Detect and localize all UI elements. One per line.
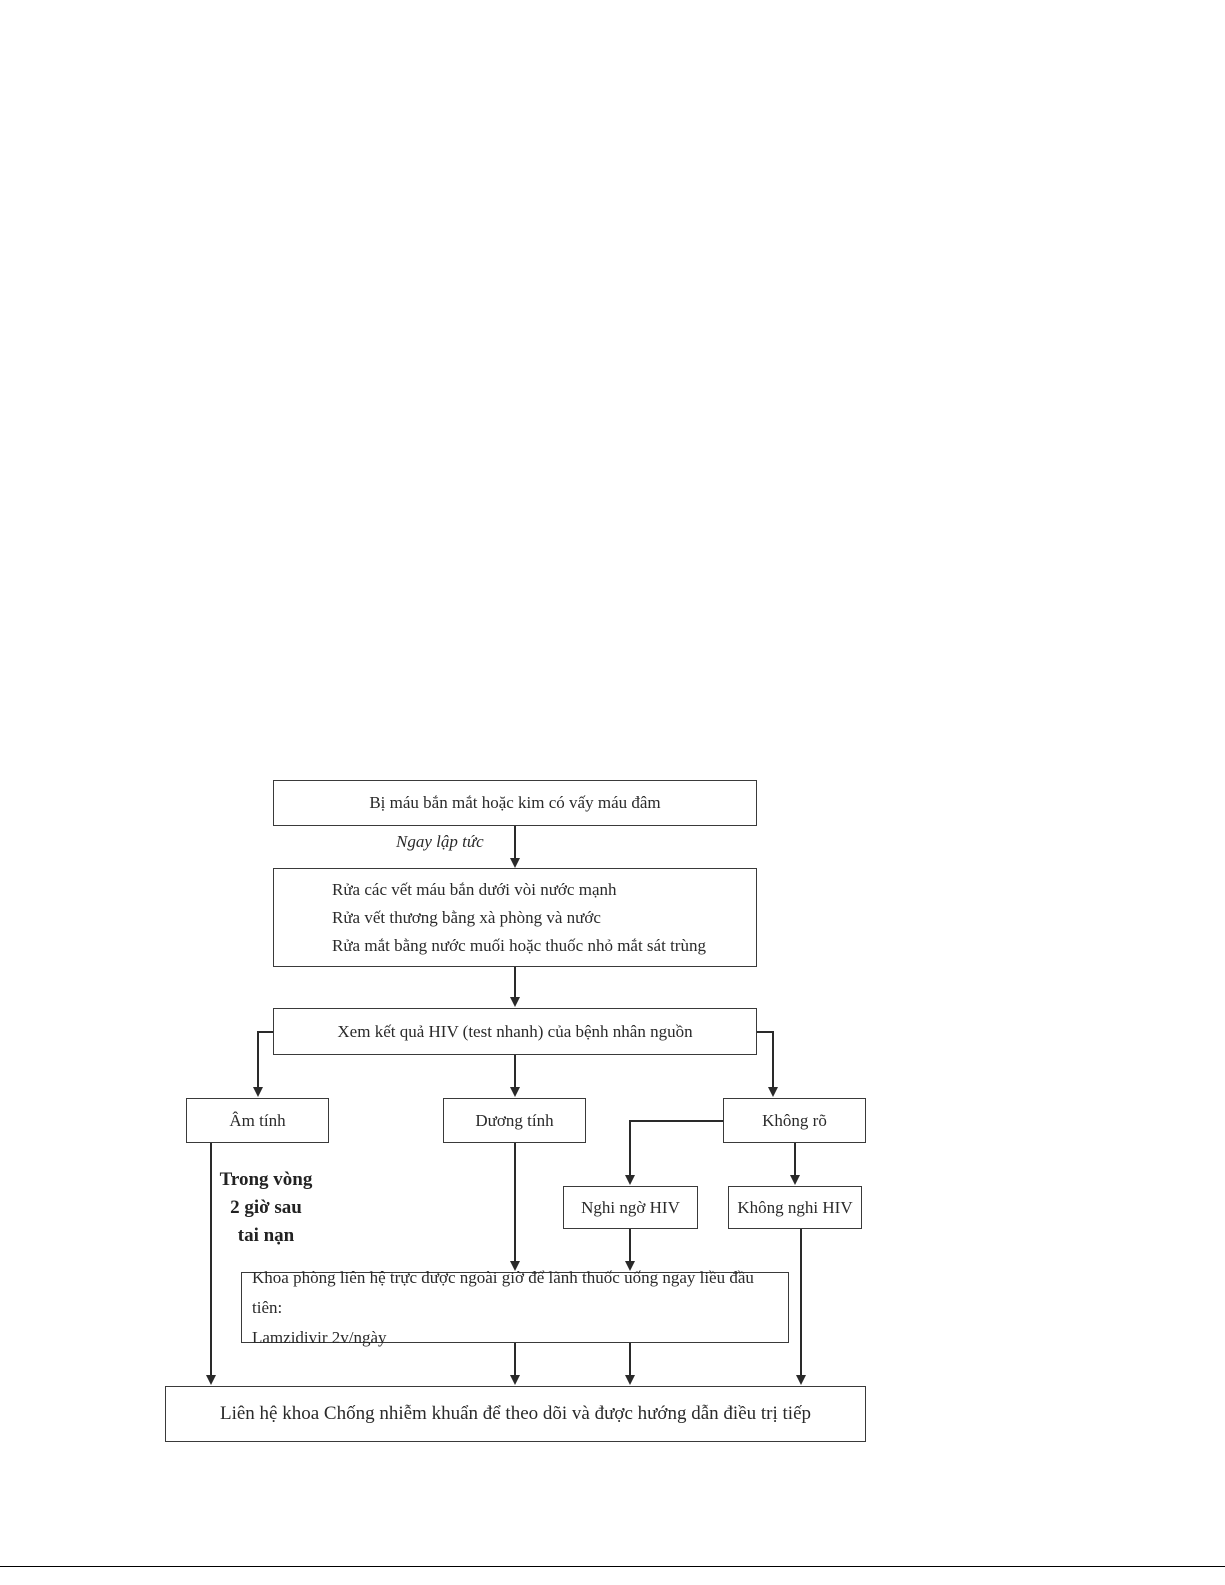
final-box: Liên hệ khoa Chống nhiễm khuẩn để theo d…	[165, 1386, 866, 1442]
check-hiv-box: Xem kết quả HIV (test nhanh) của bệnh nh…	[273, 1008, 757, 1055]
unclear-box: Không rõ	[723, 1098, 866, 1143]
wash-step-1: Rửa các vết máu bắn dưới vòi nước mạnh	[332, 879, 617, 899]
medication-line-1: Khoa phòng liên hệ trực dược ngoài giờ đ…	[252, 1267, 754, 1317]
arrow-check-to-unclear	[757, 1031, 778, 1097]
suspect-hiv-text: Nghi ngờ HIV	[581, 1197, 680, 1217]
positive-text: Dương tính	[475, 1110, 554, 1130]
negative-text: Âm tính	[229, 1110, 286, 1130]
time-note: Trong vòng 2 giờ sau tai nạn	[200, 1166, 332, 1250]
time-note-line-1: Trong vòng	[219, 1169, 313, 1190]
immediately-label: Ngay lập tức	[396, 832, 484, 851]
negative-box: Âm tính	[186, 1098, 329, 1143]
wash-step-2: Rửa vết thương bằng xà phòng và nước	[332, 907, 601, 927]
start-box: Bị máu bắn mắt hoặc kim có vấy máu đâm	[273, 780, 757, 826]
wash-steps-box: Rửa các vết máu bắn dưới vòi nước mạnh R…	[273, 868, 757, 967]
wash-step-3: Rửa mắt bằng nước muối hoặc thuốc nhỏ mắ…	[332, 935, 706, 955]
not-suspect-hiv-box: Không nghi HIV	[728, 1186, 862, 1229]
time-note-line-2: 2 giờ sau	[230, 1197, 302, 1218]
page-footer-rule	[0, 1566, 1225, 1567]
not-suspect-hiv-text: Không nghi HIV	[737, 1197, 853, 1217]
medication-line-2: Lamzidivir 2v/ngày	[252, 1327, 387, 1347]
check-hiv-text: Xem kết quả HIV (test nhanh) của bệnh nh…	[337, 1021, 693, 1041]
suspect-hiv-box: Nghi ngờ HIV	[563, 1186, 698, 1229]
arrow-unclear-to-suspect	[625, 1120, 724, 1185]
unclear-text: Không rõ	[762, 1110, 827, 1130]
start-text: Bị máu bắn mắt hoặc kim có vấy máu đâm	[369, 793, 661, 812]
final-text: Liên hệ khoa Chống nhiễm khuẩn để theo d…	[219, 1403, 812, 1424]
arrow-check-to-negative	[253, 1031, 274, 1097]
medication-box: Khoa phòng liên hệ trực dược ngoài giờ đ…	[241, 1268, 789, 1347]
time-note-line-3: tai nạn	[237, 1225, 295, 1246]
positive-box: Dương tính	[443, 1098, 586, 1143]
